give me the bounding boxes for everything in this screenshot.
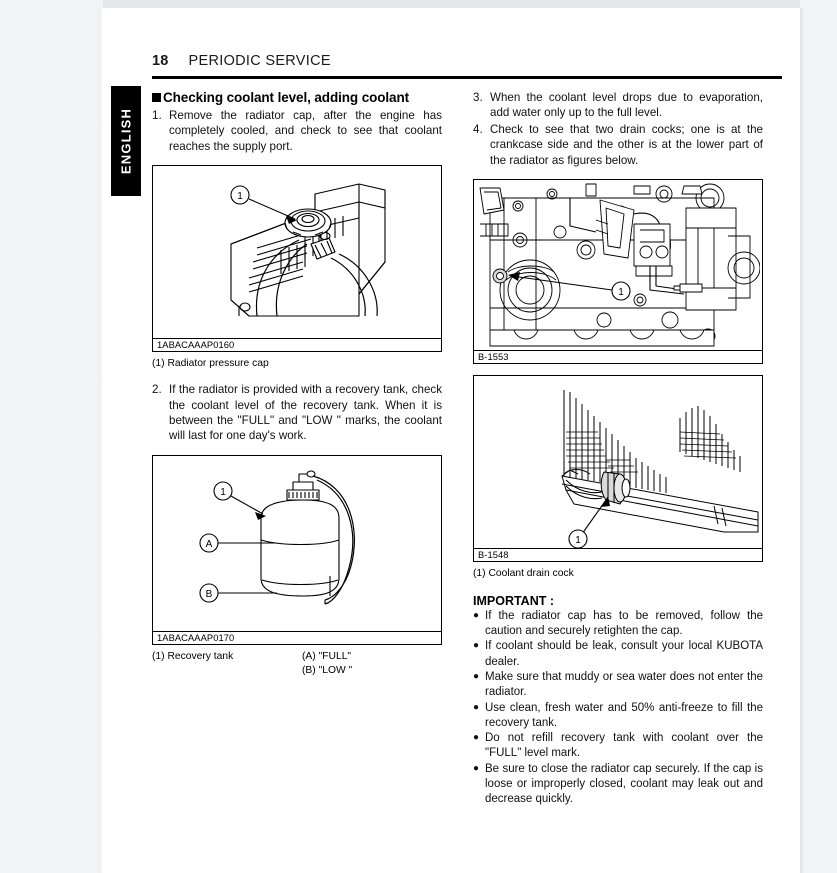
figure-artwork: 1 A B [153, 456, 441, 631]
figure-artwork: 1 [474, 376, 762, 549]
figure-radiator-drain-cock: 1 B-1548 [473, 375, 763, 563]
list-item: ● Use clean, fresh water and 50% anti-fr… [473, 701, 763, 732]
svg-text:B: B [206, 589, 213, 600]
figure-id-label: B-1548 [474, 548, 762, 561]
important-item-text: If coolant should be leak, consult your … [485, 640, 763, 668]
important-item-text: Do not refill recovery tank with coolant… [485, 732, 763, 760]
recovery-tank-illustration: 1 A B [199, 470, 355, 605]
list-item: 4. Check to see that two drain cocks; on… [473, 122, 763, 168]
page-number: 18 [152, 53, 169, 69]
caption-low: (B) "LOW " [302, 664, 353, 676]
callout-1: 1 [508, 272, 631, 301]
important-list: ● If the radiator cap has to be removed,… [473, 609, 763, 808]
caption-full: (A) "FULL" [302, 650, 352, 662]
figure-crankcase-drain-cock: 1 B-1553 [473, 179, 763, 365]
callout-1: 1 [230, 185, 297, 225]
language-tab-label: ENGLISH [118, 107, 134, 175]
important-item-text: Make sure that muddy or sea water does n… [485, 671, 763, 699]
step-number: 3. [473, 91, 483, 104]
list-item: ● Be sure to close the radiator cap secu… [473, 762, 763, 808]
list-item: ● If the radiator cap has to be removed,… [473, 609, 763, 640]
figure-id-label: 1ABACAAAP0170 [153, 630, 441, 644]
svg-text:A: A [206, 539, 213, 550]
header-title: PERIODIC SERVICE [188, 53, 331, 69]
list-item: 1. Remove the radiator cap, after the en… [152, 108, 442, 154]
right-step-list: 3. When the coolant level drops due to e… [473, 90, 763, 168]
section-heading: Checking coolant level, adding coolant [152, 90, 442, 105]
svg-text:1: 1 [618, 287, 624, 298]
page-right-shadow [800, 8, 805, 873]
figure-caption: (1) Coolant drain cock [473, 568, 574, 580]
important-item-text: Be sure to close the radiator cap secure… [485, 762, 763, 806]
caption-left: (1) Recovery tank [152, 650, 234, 662]
figure-caption: (1) Radiator pressure cap [152, 358, 269, 370]
step-text: Check to see that two drain cocks; one i… [490, 122, 763, 167]
svg-text:1: 1 [220, 487, 226, 498]
right-column: 3. When the coolant level drops due to e… [473, 90, 763, 808]
figure-artwork: 1 [153, 166, 441, 338]
callout-a: A [199, 533, 277, 553]
figure-artwork: 1 [474, 180, 762, 350]
section-heading-text: Checking coolant level, adding coolant [163, 90, 409, 105]
page-header: 18 PERIODIC SERVICE [152, 53, 782, 69]
radiator-illustration: 1 [230, 183, 386, 317]
step-number: 4. [473, 122, 483, 136]
left-column: Checking coolant level, adding coolant 1… [152, 90, 442, 678]
important-item-text: If the radiator cap has to be removed, f… [485, 609, 763, 638]
svg-text:1: 1 [575, 535, 581, 546]
bullet-icon: ● [473, 762, 480, 774]
page-top-edge [103, 0, 800, 8]
list-item: ● Do not refill recovery tank with coola… [473, 731, 763, 762]
step-text: When the coolant level drops due to evap… [490, 91, 763, 120]
list-item: 3. When the coolant level drops due to e… [473, 90, 763, 121]
callout-b: B [199, 583, 277, 603]
figure-radiator-pressure-cap: 1 1ABACAAAP0160 [152, 165, 442, 353]
figure-id-label: 1ABACAAAP0160 [153, 338, 441, 351]
list-item: ● If coolant should be leak, consult you… [473, 639, 763, 670]
figure-id-label: B-1553 [474, 350, 762, 363]
important-title: IMPORTANT : [473, 593, 555, 608]
manual-page: 18 PERIODIC SERVICE ENGLISH Checking coo… [103, 8, 800, 873]
important-item-text: Use clean, fresh water and 50% anti-free… [485, 701, 763, 729]
left-step-list: 1. Remove the radiator cap, after the en… [152, 108, 442, 154]
engine-illustration: 1 [479, 183, 760, 347]
bullet-icon: ● [473, 609, 480, 621]
bullet-icon: ● [473, 640, 480, 652]
step-text: If the radiator is provided with a recov… [169, 383, 442, 443]
bullet-icon: ● [473, 732, 480, 744]
svg-text:1: 1 [237, 191, 243, 202]
step-number: 2. [152, 383, 162, 397]
step-text: Remove the radiator cap, after the engin… [169, 109, 442, 153]
bullet-icon: ● [473, 671, 480, 683]
radiator-drain-illustration: 1 [561, 390, 759, 549]
header-rule [152, 76, 782, 79]
figure-caption: (1) Recovery tank (A) "FULL" (B) "LOW " [152, 650, 442, 678]
figure-recovery-tank: 1 A B 1ABACAAAP0170 [152, 454, 442, 645]
caption-right: (A) "FULL" (B) "LOW " [302, 650, 442, 678]
list-item: ● Make sure that muddy or sea water does… [473, 670, 763, 701]
language-tab-english: ENGLISH [111, 86, 141, 196]
step-number: 1. [152, 109, 162, 122]
square-bullet-icon [152, 93, 161, 102]
callout-1: 1 [213, 481, 266, 520]
callout-1: 1 [568, 496, 610, 549]
list-item: 2. If the radiator is provided with a re… [152, 382, 442, 444]
left-step-list-2: 2. If the radiator is provided with a re… [152, 382, 442, 444]
page-left-shadow [99, 8, 103, 873]
bullet-icon: ● [473, 701, 480, 713]
